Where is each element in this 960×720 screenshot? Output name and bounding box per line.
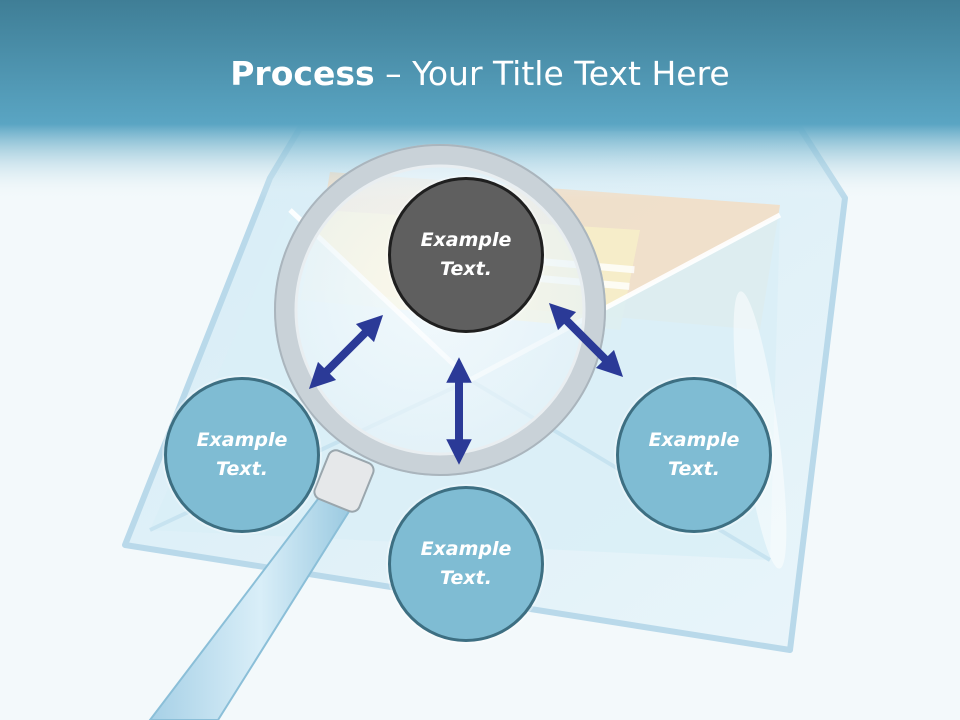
node-bottom-line2: Text. [440, 567, 492, 589]
node-right-line1: Example [648, 429, 740, 451]
title-rest: Your Title Text Here [412, 54, 730, 93]
node-top-line2: Text. [440, 258, 492, 280]
node-bottom-line1: Example [420, 538, 512, 560]
slide-title: Process – Your Title Text Here [0, 52, 960, 96]
node-top-line1: Example [420, 229, 512, 251]
node-right-line2: Text. [668, 458, 720, 480]
node-left-line2: Text. [216, 458, 268, 480]
title-dash: – [374, 54, 413, 93]
title-bold: Process [230, 54, 375, 93]
node-left-line1: Example [196, 429, 288, 451]
